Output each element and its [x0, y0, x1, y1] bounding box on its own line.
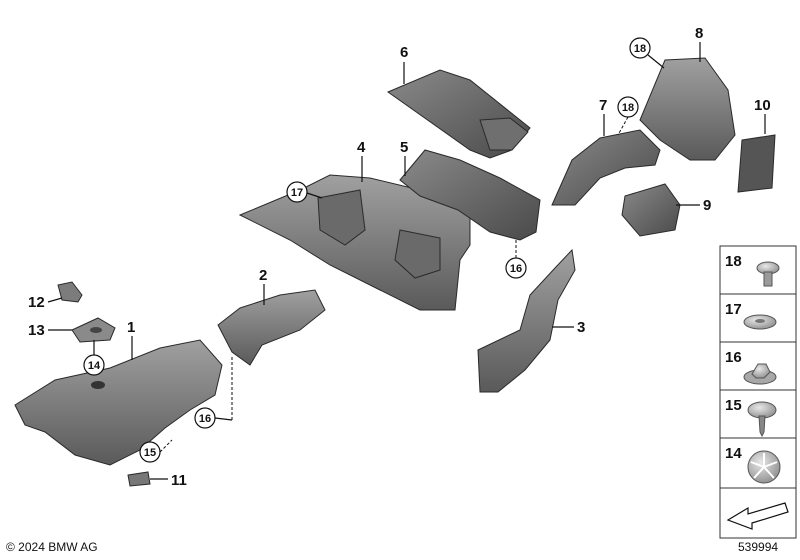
circle-15: 15 [139, 439, 173, 463]
callout-3: 3 [552, 319, 585, 336]
callout-12: 12 [28, 294, 63, 311]
legend-item-17: 17 [725, 301, 777, 330]
svg-text:11: 11 [171, 472, 187, 489]
callout-5: 5 [400, 139, 408, 176]
svg-text:10: 10 [754, 97, 771, 114]
svg-text:15: 15 [144, 447, 156, 459]
part-5-insulation [399, 149, 541, 241]
callout-4: 4 [357, 139, 366, 182]
circle-16-center: 16 [505, 240, 527, 279]
legend-column: 18 17 16 15 14 [719, 245, 797, 539]
svg-text:6: 6 [400, 44, 408, 61]
svg-text:1: 1 [127, 319, 135, 336]
circle-17: 17 [286, 181, 323, 203]
legend-arrow-icon [726, 502, 789, 530]
svg-text:18: 18 [622, 102, 634, 114]
svg-text:18: 18 [634, 43, 646, 55]
callout-13: 13 [28, 322, 72, 339]
callout-10: 10 [754, 97, 771, 134]
callout-2: 2 [259, 267, 267, 305]
svg-text:2: 2 [259, 267, 267, 284]
svg-text:14: 14 [725, 445, 742, 462]
svg-text:13: 13 [28, 322, 45, 339]
circle-14: 14 [83, 340, 105, 376]
svg-text:5: 5 [400, 139, 408, 156]
part-10-pad [737, 134, 776, 193]
part-3-side-trim [477, 248, 576, 393]
part-9-block [621, 183, 681, 237]
svg-text:15: 15 [725, 397, 742, 414]
circle-16-left: 16 [194, 355, 233, 429]
svg-text:17: 17 [725, 301, 742, 318]
svg-text:4: 4 [357, 139, 366, 156]
circle-18-a: 18 [629, 37, 665, 69]
legend-item-15: 15 [725, 397, 777, 438]
callout-1: 1 [127, 319, 135, 360]
part-1-tunnel [14, 339, 223, 466]
part-13-clip [71, 317, 116, 343]
svg-text:9: 9 [703, 197, 711, 214]
callout-6: 6 [400, 44, 408, 84]
svg-text:8: 8 [695, 25, 703, 42]
callout-8: 8 [695, 25, 703, 62]
diagram-number: 539994 [738, 540, 779, 554]
callout-7: 7 [599, 97, 607, 136]
legend-item-14: 14 [725, 445, 781, 484]
svg-text:12: 12 [28, 294, 45, 311]
svg-text:18: 18 [725, 253, 742, 270]
svg-text:16: 16 [510, 263, 522, 275]
copyright: © 2024 BMW AG [6, 540, 98, 554]
svg-text:17: 17 [291, 187, 303, 199]
svg-text:16: 16 [725, 349, 742, 366]
part-12-clip [57, 281, 83, 303]
legend-item-18: 18 [725, 253, 780, 287]
part-4-floor-insulation [238, 174, 471, 311]
part-8-wheelhouse [639, 57, 736, 161]
legend-item-16: 16 [725, 349, 777, 385]
callout-9: 9 [676, 197, 711, 214]
callout-11: 11 [150, 472, 187, 489]
svg-text:3: 3 [577, 319, 585, 336]
svg-text:14: 14 [88, 360, 101, 372]
part-11-small-pad [127, 471, 151, 487]
svg-text:7: 7 [599, 97, 607, 114]
circle-18-b: 18 [617, 96, 639, 136]
part-7-bracket [551, 129, 661, 206]
part-6-panel [386, 69, 531, 159]
svg-text:16: 16 [199, 413, 211, 425]
part-2-heat-shield [217, 289, 326, 366]
